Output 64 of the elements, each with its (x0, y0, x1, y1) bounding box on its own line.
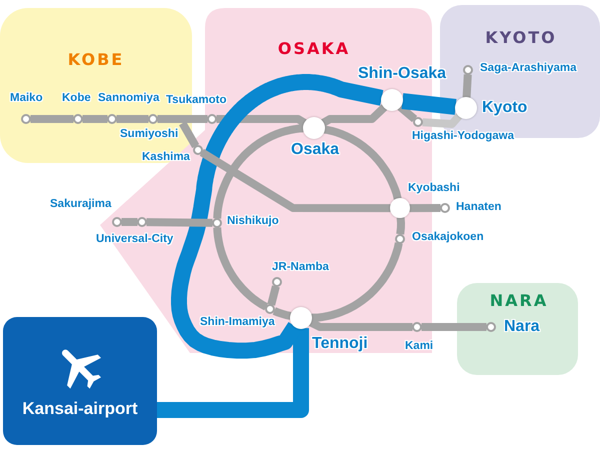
rail-line (324, 126, 402, 200)
station-name: Kobe (62, 93, 91, 104)
rail-line (216, 115, 307, 126)
rail-line (312, 242, 403, 322)
rail-line (213, 124, 304, 219)
region-area (457, 283, 578, 375)
station-dot-icon (21, 114, 31, 124)
rail-line (213, 227, 268, 310)
rail-line (397, 104, 418, 122)
station-dot-icon (148, 114, 158, 124)
rail-line (396, 217, 405, 235)
station-name: Kyobashi (408, 183, 460, 194)
rail-line (321, 104, 388, 126)
region-title: NARA (490, 293, 548, 309)
station-name: Osakajokoen (412, 232, 484, 244)
station-name: JR-Namba (272, 262, 329, 274)
station-name: Nishikujo (227, 216, 279, 228)
rail-line (158, 115, 181, 123)
station-name: Sannomiya (98, 93, 160, 104)
station-name: Kyoto (482, 100, 528, 116)
rail-line (462, 74, 472, 98)
rail-line (179, 121, 200, 148)
airport-panel (3, 317, 157, 445)
rail-line (272, 307, 292, 320)
station-dot-icon (486, 322, 496, 332)
station-dot-icon (463, 65, 473, 75)
station-dot-icon (107, 114, 117, 124)
station-name: Sakurajima (50, 199, 112, 210)
rail-line (181, 115, 208, 123)
station-name: Maiko (10, 93, 43, 104)
rail-line (402, 93, 456, 115)
station-name: Saga-Arashiyama (480, 63, 577, 74)
station-name: Nara (504, 319, 540, 335)
rail-line (30, 115, 74, 123)
station-name: Universal-City (96, 234, 174, 246)
rail-line (308, 318, 412, 331)
rail-line (82, 115, 108, 123)
rail-line (422, 113, 462, 128)
station-dot-icon (73, 114, 83, 124)
rail-line (122, 218, 138, 226)
station-name: Tsukamoto (166, 95, 226, 106)
station-name: Sumiyoshi (120, 129, 178, 140)
station-name: Tennoji (312, 336, 368, 352)
station-name: Kashima (142, 152, 190, 164)
region-title: KYOTO (485, 30, 557, 46)
station-name: Kami (405, 341, 434, 352)
station-name: Shin-Osaka (358, 66, 446, 82)
rail-line (116, 115, 148, 123)
rail-line (267, 285, 280, 306)
station-name: Osaka (291, 142, 340, 158)
region-title: OSAKA (278, 41, 350, 57)
station-dot-icon (455, 97, 477, 119)
region-title: KOBE (68, 52, 124, 68)
station-name: Higashi-Yodogawa (412, 131, 514, 142)
station-name: Hanaten (456, 202, 502, 214)
station-name: Shin-Imamiya (200, 317, 275, 328)
rail-line (409, 204, 441, 212)
rail-line (146, 218, 213, 227)
airport-name: Kansai-airport (22, 400, 138, 417)
rail-line (200, 148, 390, 212)
rail-line (157, 328, 309, 418)
rail-line (422, 323, 486, 331)
rail-line (171, 74, 384, 359)
station-dot-icon (440, 203, 450, 213)
